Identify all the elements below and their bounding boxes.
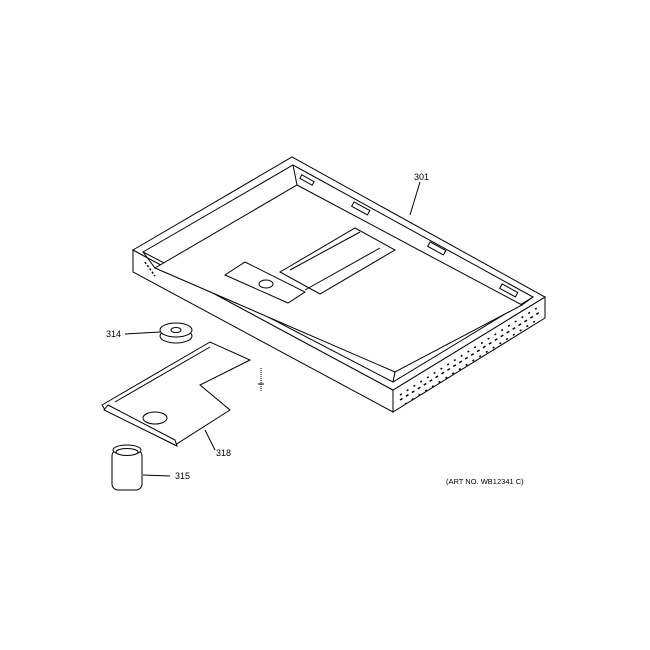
leader-301 xyxy=(409,181,421,216)
label-315: 315 xyxy=(175,471,190,481)
part-314-grommet xyxy=(124,322,193,344)
label-318: 318 xyxy=(216,448,231,458)
label-314: 314 xyxy=(106,329,121,339)
label-301: 301 xyxy=(414,172,429,182)
part-318-bracket xyxy=(101,341,252,451)
center-bracket xyxy=(223,227,397,304)
art-number: (ART NO. WB12341 C) xyxy=(446,477,524,486)
tray-301 xyxy=(131,156,546,413)
vents xyxy=(144,261,541,405)
wall-slots xyxy=(299,174,519,298)
screw xyxy=(258,368,264,392)
part-315-jar xyxy=(111,444,171,491)
